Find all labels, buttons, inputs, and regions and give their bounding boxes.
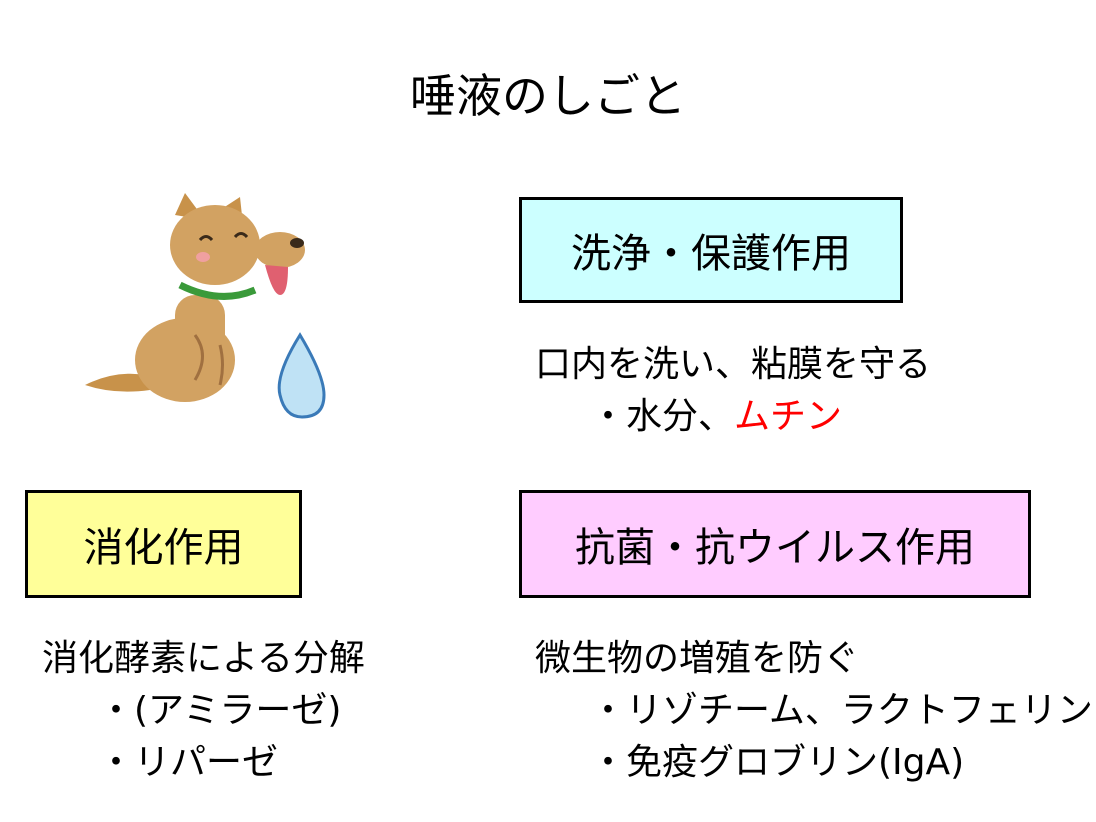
digest-heading: 消化作用 — [83, 525, 244, 571]
anti-line-3: ・免疫グロブリン(IgA) — [590, 742, 965, 783]
wash-line-1: 口内を洗い、粘膜を守る — [535, 344, 932, 385]
mucin-highlight: ムチン — [734, 396, 843, 437]
wash-protect-heading: 洗浄・保護作用 — [571, 231, 851, 277]
wash-protect-heading-box: 洗浄・保護作用 — [519, 197, 903, 303]
anti-line-2: ・リゾチーム、ラクトフェリン — [590, 690, 1093, 731]
slide-title: 唾液のしごと — [410, 69, 686, 123]
digest-line-3: ・リパーゼ — [98, 742, 279, 783]
digest-heading-box: 消化作用 — [25, 490, 302, 598]
antibacterial-heading: 抗菌・抗ウイルス作用 — [575, 525, 975, 571]
digest-line-1: 消化酵素による分解 — [42, 638, 365, 679]
dog-drooling-icon — [85, 193, 326, 419]
wash-line-2: ・水分、ムチン — [590, 394, 842, 440]
anti-line-1: 微生物の増殖を防ぐ — [535, 638, 860, 679]
wash-line-2-text: ・水分、 — [590, 396, 735, 437]
antibacterial-heading-box: 抗菌・抗ウイルス作用 — [519, 490, 1031, 598]
digest-line-2: ・(アミラーゼ) — [98, 690, 342, 731]
